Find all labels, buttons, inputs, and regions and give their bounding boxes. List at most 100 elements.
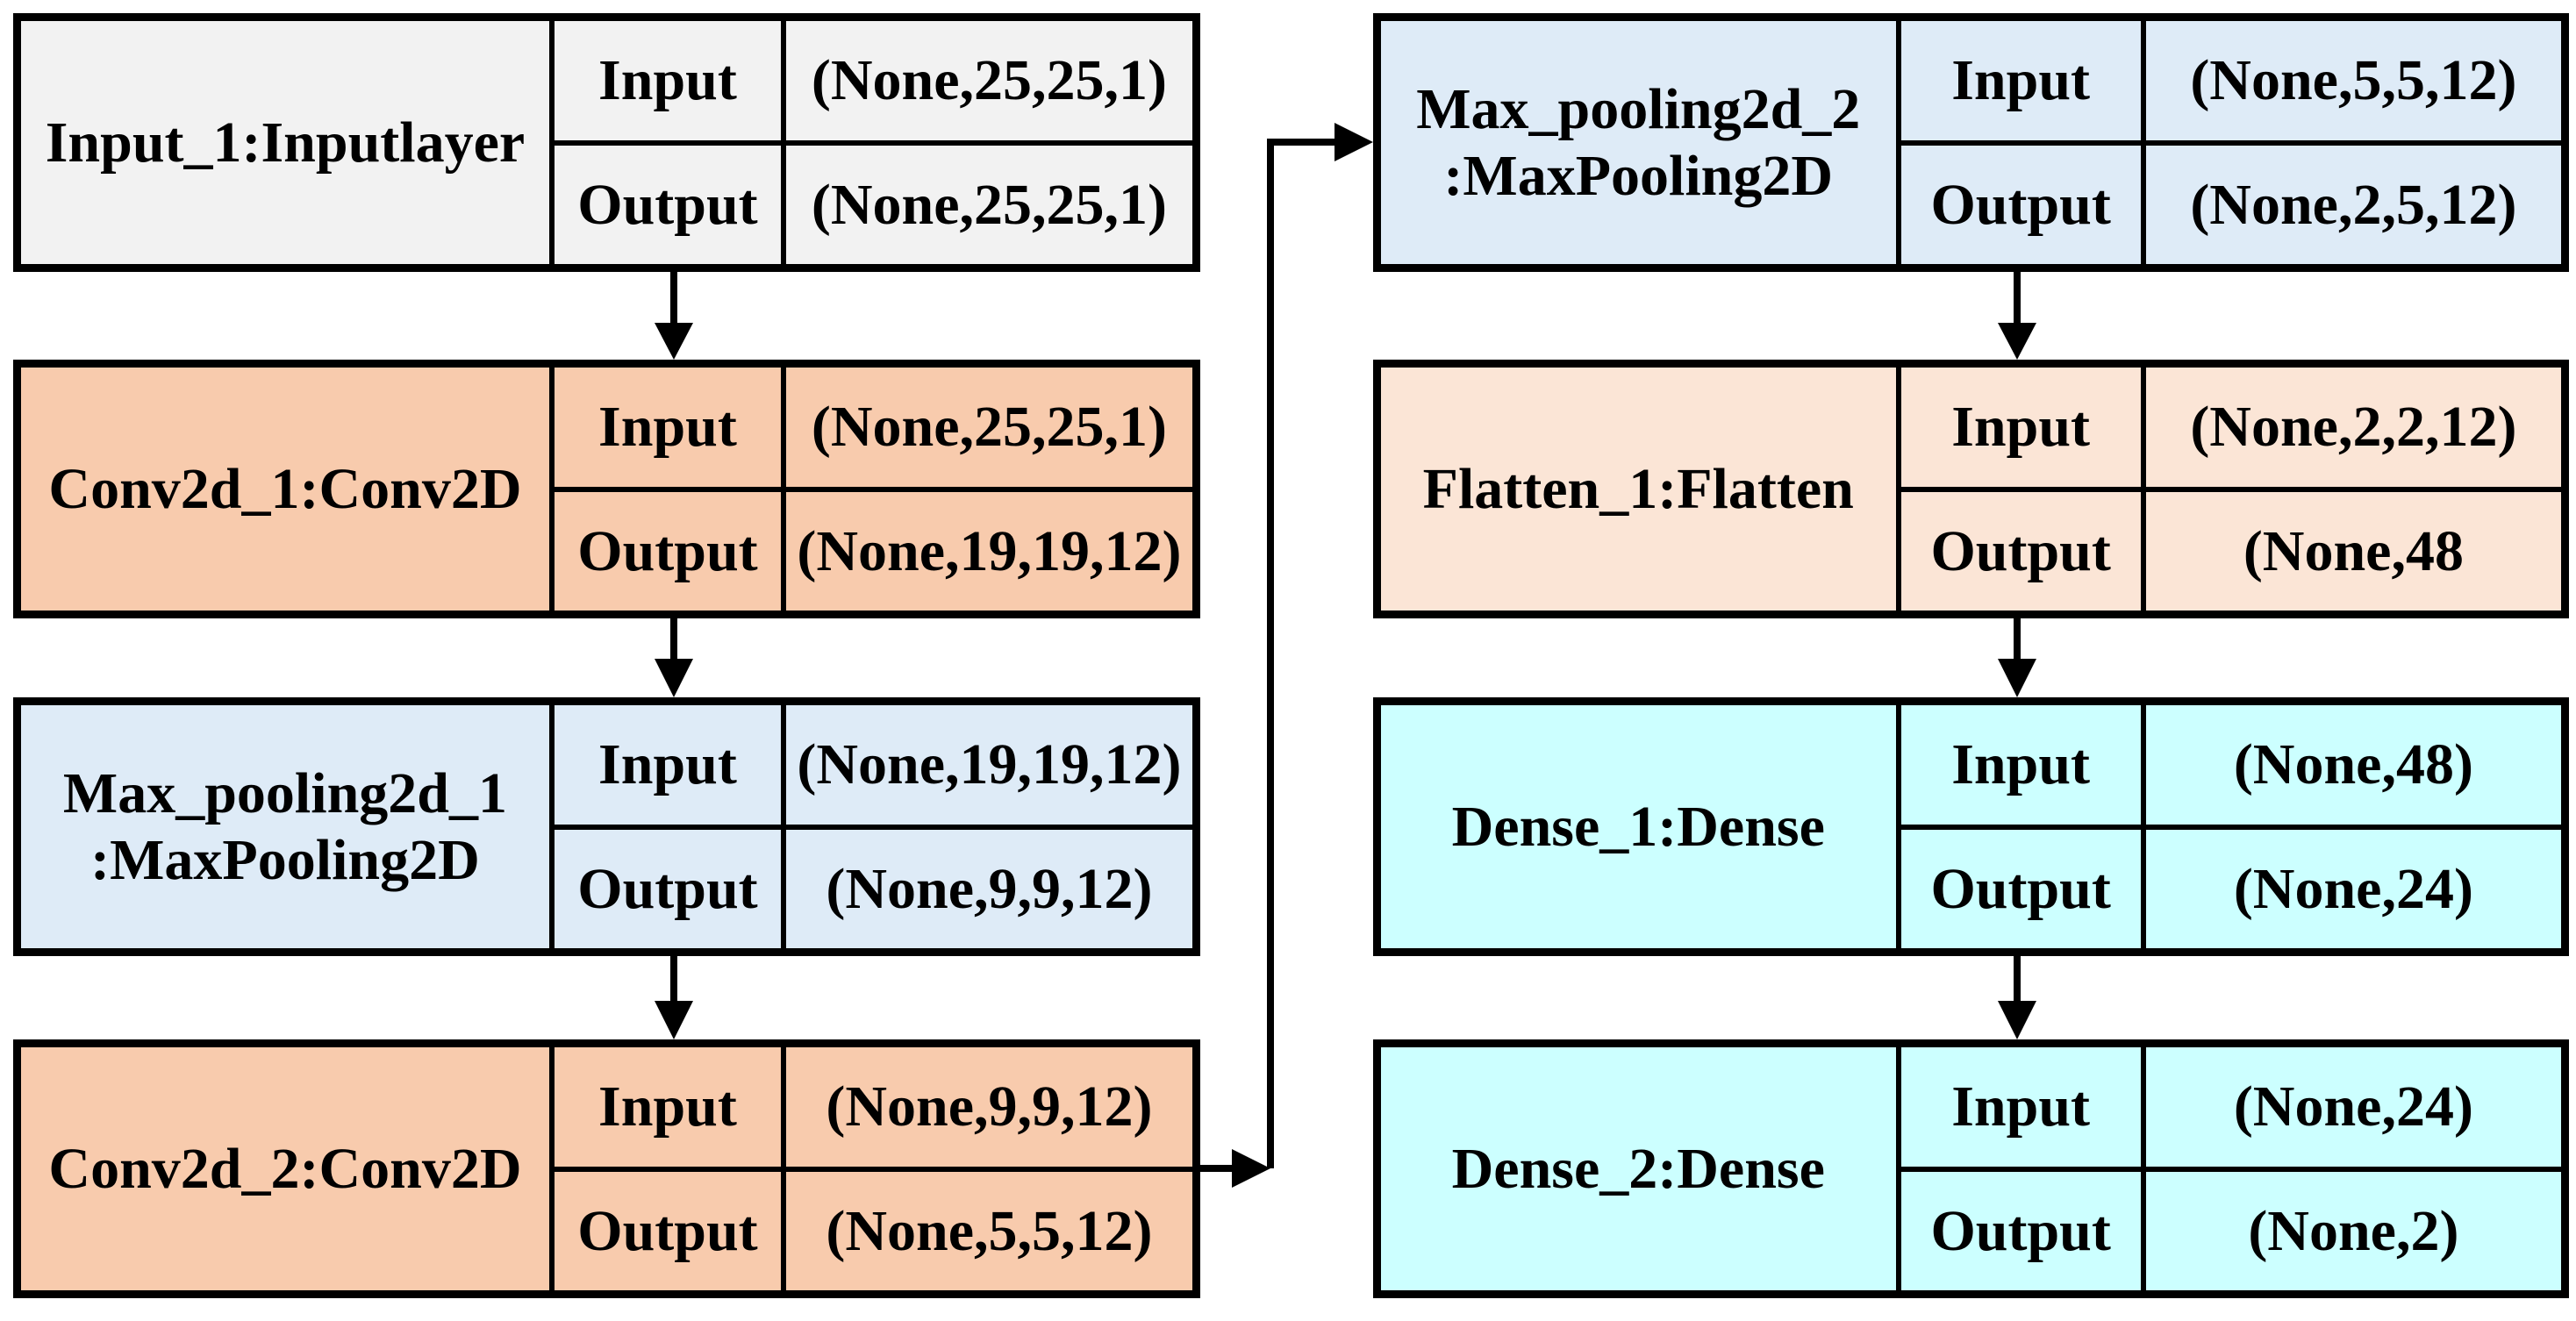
arrowhead-down-icon xyxy=(655,659,693,697)
output-shape-value: (None,2,5,12) xyxy=(2190,172,2517,237)
layer-box-dense-2: Dense_2:Dense Input (None,24) Output (No… xyxy=(1373,1039,2569,1298)
layer-box-max-pooling2d-2: Max_pooling2d_2 :MaxPooling2D Input (Non… xyxy=(1373,13,2569,272)
output-shape-value: (None,24) xyxy=(2233,856,2473,921)
arrowhead-right-icon xyxy=(1232,1149,1270,1188)
input-row-label-cell: Input xyxy=(1900,705,2141,825)
arrowhead-right-icon xyxy=(1335,123,1373,161)
output-row-label: Output xyxy=(577,172,758,237)
layer-name-cell: Max_pooling2d_1 :MaxPooling2D xyxy=(21,705,549,948)
arrowhead-down-icon xyxy=(655,323,693,360)
input-row-label-cell: Input xyxy=(554,1047,781,1167)
layer-name: Input_1:Inputlayer xyxy=(46,110,525,175)
layer-name-cell: Conv2d_2:Conv2D xyxy=(21,1047,549,1290)
output-shape-cell: (None,48 xyxy=(2145,491,2561,611)
layer-name-cell: Conv2d_1:Conv2D xyxy=(21,368,549,611)
arrow-maxpooling1-to-conv2d2 xyxy=(655,953,693,1039)
input-row-label-cell: Input xyxy=(1900,368,2141,487)
output-shape-cell: (None,9,9,12) xyxy=(785,829,1192,948)
arrow-maxpooling2-to-flatten1 xyxy=(1998,268,2036,360)
input-row-label: Input xyxy=(598,48,737,113)
output-shape-value: (None,9,9,12) xyxy=(826,856,1153,921)
arrowhead-down-icon xyxy=(655,1001,693,1039)
output-shape-value: (None,19,19,12) xyxy=(797,518,1182,583)
output-shape-cell: (None,2,5,12) xyxy=(2145,145,2561,264)
layer-name-line1: Dense_2:Dense xyxy=(1451,1136,1825,1201)
layer-name: Dense_2:Dense xyxy=(1452,1136,1825,1202)
layer-name-line1: Max_pooling2d_1 xyxy=(62,761,508,826)
output-row-label: Output xyxy=(1930,1198,2111,1263)
input-row-label-cell: Input xyxy=(554,368,781,487)
layer-name-cell: Input_1:Inputlayer xyxy=(21,21,549,264)
input-row-label-cell: Input xyxy=(1900,21,2141,140)
input-row-label: Input xyxy=(1951,395,2091,460)
output-row-label-cell: Output xyxy=(554,829,781,948)
output-shape-cell: (None,19,19,12) xyxy=(785,491,1192,611)
layer-name-line1: Flatten_1:Flatten xyxy=(1422,456,1854,521)
input-shape-cell: (None,25,25,1) xyxy=(785,368,1192,487)
output-row-label-cell: Output xyxy=(554,145,781,264)
input-shape-value: (None,25,25,1) xyxy=(811,395,1168,460)
layer-name: Flatten_1:Flatten xyxy=(1423,456,1854,522)
input-shape-cell: (None,48) xyxy=(2145,705,2561,825)
output-shape-cell: (None,2) xyxy=(2145,1171,2561,1290)
input-shape-value: (None,24) xyxy=(2233,1075,2473,1139)
output-shape-value: (None,48 xyxy=(2243,518,2464,583)
input-row-label-cell: Input xyxy=(1900,1047,2141,1167)
layer-box-flatten-1: Flatten_1:Flatten Input (None,2,2,12) Ou… xyxy=(1373,360,2569,618)
arrow-dense1-to-dense2 xyxy=(1998,953,2036,1039)
input-shape-value: (None,2,2,12) xyxy=(2190,395,2517,460)
input-row-label: Input xyxy=(598,732,737,797)
output-row-label: Output xyxy=(577,518,758,583)
input-row-label: Input xyxy=(1951,48,2091,113)
arrowhead-down-icon xyxy=(1998,323,2036,360)
output-row-label: Output xyxy=(577,1198,758,1263)
layer-name-line1: Max_pooling2d_2 xyxy=(1416,77,1861,142)
arrow-conv2d2-to-maxpooling2 xyxy=(1197,123,1373,1188)
layer-box-dense-1: Dense_1:Dense Input (None,48) Output (No… xyxy=(1373,697,2569,956)
connector-elbow-line xyxy=(1267,139,1337,1168)
output-row-label-cell: Output xyxy=(554,491,781,611)
layer-name: Conv2d_1:Conv2D xyxy=(48,456,521,522)
layer-name: Conv2d_2:Conv2D xyxy=(48,1136,521,1202)
input-row-label-cell: Input xyxy=(554,705,781,825)
input-row-label: Input xyxy=(598,1075,737,1139)
input-shape-value: (None,48) xyxy=(2233,732,2473,797)
input-shape-cell: (None,19,19,12) xyxy=(785,705,1192,825)
output-shape-cell: (None,24) xyxy=(2145,829,2561,948)
arrowhead-down-icon xyxy=(1998,659,2036,697)
input-row-label: Input xyxy=(598,395,737,460)
layer-name-line1: Conv2d_2:Conv2D xyxy=(48,1136,522,1201)
layer-box-max-pooling2d-1: Max_pooling2d_1 :MaxPooling2D Input (Non… xyxy=(13,697,1200,956)
input-row-label: Input xyxy=(1951,1075,2091,1139)
layer-box-input-1: Input_1:Inputlayer Input (None,25,25,1) … xyxy=(13,13,1200,272)
layer-name-cell: Flatten_1:Flatten xyxy=(1381,368,1896,611)
layer-name-line2: :MaxPooling2D xyxy=(1443,143,1834,208)
input-shape-cell: (None,5,5,12) xyxy=(2145,21,2561,140)
input-shape-cell: (None,2,2,12) xyxy=(2145,368,2561,487)
layer-name: Max_pooling2d_1 :MaxPooling2D xyxy=(63,760,507,892)
input-shape-value: (None,19,19,12) xyxy=(797,732,1182,797)
layer-name-line2: :MaxPooling2D xyxy=(90,827,480,892)
output-shape-cell: (None,25,25,1) xyxy=(785,145,1192,264)
layer-name-cell: Max_pooling2d_2 :MaxPooling2D xyxy=(1381,21,1896,264)
input-row-label: Input xyxy=(1951,732,2091,797)
output-row-label-cell: Output xyxy=(554,1171,781,1290)
input-shape-value: (None,9,9,12) xyxy=(826,1075,1153,1139)
input-shape-cell: (None,9,9,12) xyxy=(785,1047,1192,1167)
output-row-label-cell: Output xyxy=(1900,829,2141,948)
layer-box-conv2d-1: Conv2d_1:Conv2D Input (None,25,25,1) Out… xyxy=(13,360,1200,618)
input-shape-cell: (None,25,25,1) xyxy=(785,21,1192,140)
output-row-label: Output xyxy=(1930,518,2111,583)
input-shape-value: (None,5,5,12) xyxy=(2190,48,2517,113)
output-row-label-cell: Output xyxy=(1900,1171,2141,1290)
output-row-label-cell: Output xyxy=(1900,145,2141,264)
layer-name-line1: Conv2d_1:Conv2D xyxy=(48,456,522,521)
input-shape-value: (None,25,25,1) xyxy=(811,48,1168,113)
layer-name-cell: Dense_1:Dense xyxy=(1381,705,1896,948)
output-row-label: Output xyxy=(1930,856,2111,921)
output-shape-cell: (None,5,5,12) xyxy=(785,1171,1192,1290)
input-row-label-cell: Input xyxy=(554,21,781,140)
output-shape-value: (None,25,25,1) xyxy=(811,172,1168,237)
arrow-flatten1-to-dense1 xyxy=(1998,615,2036,697)
